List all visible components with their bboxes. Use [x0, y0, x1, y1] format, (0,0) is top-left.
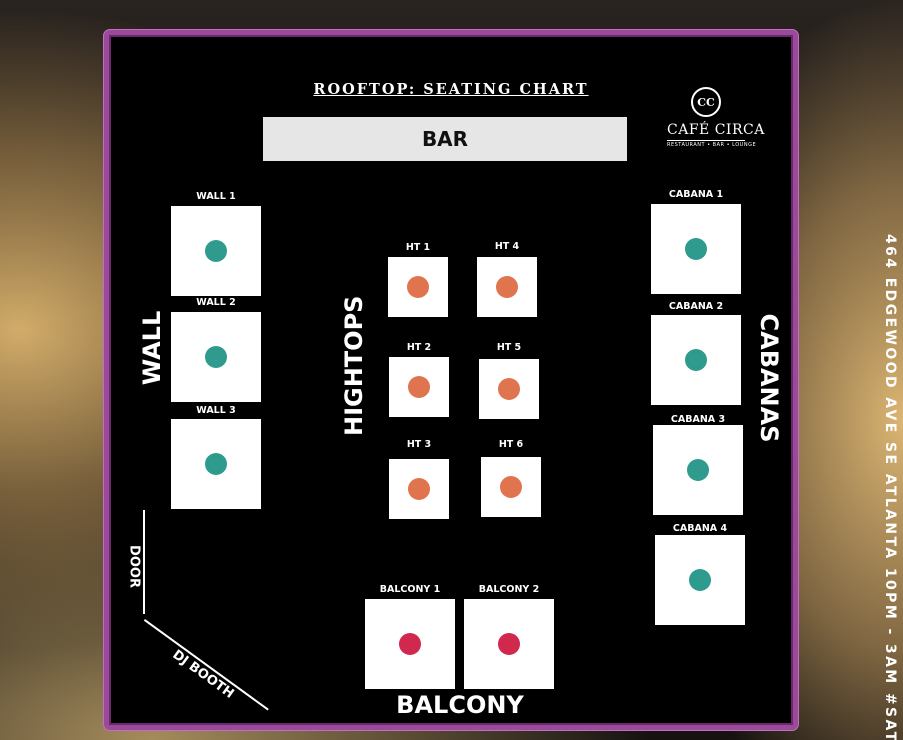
seating-chart-board: ROOFTOP: SEATING CHART BAR CC CAFÉ CIRCA… [104, 30, 798, 730]
dj-booth-line [143, 619, 269, 711]
table-balcony-1[interactable] [365, 599, 455, 689]
cabana-4-label: CABANA 4 [672, 523, 728, 534]
ht-3-label: HT 3 [406, 439, 432, 450]
table-balcony-2[interactable] [464, 599, 554, 689]
table-ht-3[interactable] [389, 459, 449, 519]
table-cabana-3[interactable] [653, 425, 743, 515]
ht-6-seat-marker [500, 476, 522, 498]
ht-4-label: HT 4 [494, 241, 520, 252]
logo-monogram-icon: CC [691, 87, 721, 117]
ht-5-label: HT 5 [496, 342, 522, 353]
table-wall-2[interactable] [171, 312, 261, 402]
logo-name: CAFÉ CIRCA [667, 122, 765, 138]
cabana-4-seat-marker [689, 569, 711, 591]
cabana-3-label: CABANA 3 [670, 414, 726, 425]
wall-section-label: WALL [138, 310, 166, 386]
door-label: DOOR [126, 545, 142, 588]
balcony-2-seat-marker [498, 633, 520, 655]
hightops-section-label: HIGHTOPS [340, 295, 368, 436]
balcony-1-label: BALCONY 1 [379, 584, 441, 595]
wall-2-label: WALL 2 [196, 297, 236, 308]
table-wall-3[interactable] [171, 419, 261, 509]
event-info-text: 464 EDGEWOOD AVE SE ATLANTA 10PM - 3AM #… [882, 234, 898, 740]
table-ht-4[interactable] [477, 257, 537, 317]
logo-tagline: RESTAURANT • BAR • LOUNGE [667, 140, 757, 148]
balcony-1-seat-marker [399, 633, 421, 655]
ht-2-seat-marker [408, 376, 430, 398]
ht-6-label: HT 6 [498, 439, 524, 450]
table-ht-5[interactable] [479, 359, 539, 419]
cabana-2-label: CABANA 2 [668, 301, 724, 312]
table-cabana-4[interactable] [655, 535, 745, 625]
balcony-section-label: BALCONY [396, 691, 524, 719]
cabanas-section-label: CABANAS [755, 313, 783, 443]
table-wall-1[interactable] [171, 206, 261, 296]
cabana-3-seat-marker [687, 459, 709, 481]
wall-1-label: WALL 1 [196, 191, 236, 202]
ht-3-seat-marker [408, 478, 430, 500]
table-ht-6[interactable] [481, 457, 541, 517]
ht-1-label: HT 1 [405, 242, 431, 253]
cabana-1-seat-marker [685, 238, 707, 260]
table-cabana-1[interactable] [651, 204, 741, 294]
ht-2-label: HT 2 [406, 342, 432, 353]
table-ht-2[interactable] [389, 357, 449, 417]
ht-1-seat-marker [407, 276, 429, 298]
table-cabana-2[interactable] [651, 315, 741, 405]
table-ht-1[interactable] [388, 257, 448, 317]
wall-2-seat-marker [205, 346, 227, 368]
wall-3-seat-marker [205, 453, 227, 475]
door-wall-line [143, 510, 145, 614]
wall-1-seat-marker [205, 240, 227, 262]
ht-5-seat-marker [498, 378, 520, 400]
dj-booth-label: DJ BOOTH [169, 647, 237, 702]
cafe-circa-logo: CC CAFÉ CIRCA RESTAURANT • BAR • LOUNGE [667, 87, 765, 165]
balcony-2-label: BALCONY 2 [478, 584, 540, 595]
ht-4-seat-marker [496, 276, 518, 298]
cabana-2-seat-marker [685, 349, 707, 371]
cabana-1-label: CABANA 1 [668, 189, 724, 200]
chart-title: ROOFTOP: SEATING CHART [313, 81, 589, 98]
bar-label: BAR [421, 127, 469, 151]
wall-3-label: WALL 3 [196, 405, 236, 416]
bar-area[interactable]: BAR [263, 117, 627, 161]
